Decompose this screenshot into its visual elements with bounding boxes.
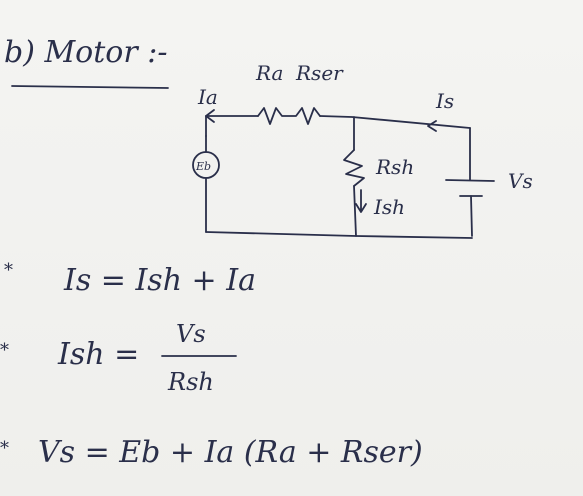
equation-voltage: Vs = Eb + Ia (Ra + Rser): [38, 435, 423, 470]
arrow-ia-icon: [205, 109, 215, 123]
label-ia: Ia: [197, 85, 218, 109]
wire-top-right: [319, 115, 471, 129]
arrow-ish-icon: [355, 189, 367, 213]
heading: b) Motor :-: [4, 35, 167, 70]
heading-underline: [11, 85, 169, 89]
bullet-1: *: [4, 260, 13, 281]
label-eb: Eb: [195, 160, 211, 173]
label-vs: Vs: [508, 169, 533, 193]
wire-shunt-bottom: [353, 185, 357, 237]
series-resistors-icon: [257, 107, 321, 125]
equation-current: Is = Ish + Ia: [63, 263, 256, 298]
bullet-2: *: [0, 340, 9, 361]
equation-ish-numerator: Vs: [176, 320, 206, 348]
arrow-is-icon: [427, 120, 437, 132]
circuit-diagram: Ia Ra Rser Is Eb Rsh Ish Vs: [192, 61, 533, 239]
label-ra: Ra: [255, 61, 283, 85]
shunt-resistor-icon: [343, 149, 365, 187]
source-long-plate-icon: [445, 179, 495, 182]
back-emf-source-icon: [192, 151, 220, 179]
equation-ish-lhs: Ish =: [57, 337, 139, 372]
label-rsh: Rsh: [375, 155, 414, 179]
label-ish: Ish: [373, 195, 405, 219]
equation-ish-denominator: Rsh: [167, 368, 214, 396]
wire-right-bottom: [470, 195, 473, 237]
wire-bottom: [205, 231, 473, 239]
label-is: Is: [435, 89, 454, 113]
bullet-3: *: [0, 438, 9, 459]
label-rser: Rser: [295, 61, 344, 85]
